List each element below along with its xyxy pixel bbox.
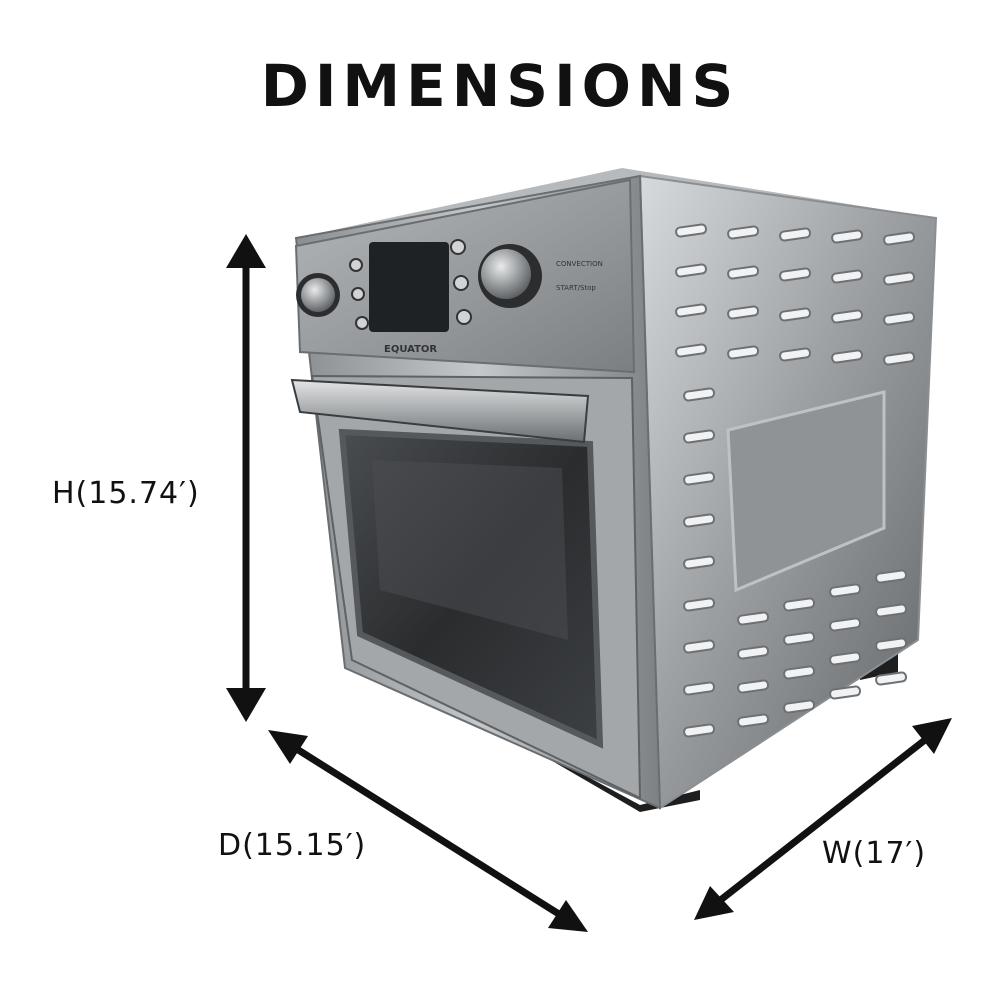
vent-slot — [683, 681, 716, 696]
vent-slot — [727, 345, 760, 360]
vent-slot — [783, 597, 816, 612]
vent-slot — [831, 229, 864, 244]
vent-slot — [829, 583, 862, 598]
vent-slot — [737, 679, 770, 694]
vent-slot — [783, 631, 816, 646]
depth-arrow — [268, 730, 588, 932]
vent-slot — [831, 269, 864, 284]
vent-slot — [875, 671, 908, 686]
page-title: DIMENSIONS — [260, 52, 740, 120]
depth-label: D(15.15′) — [218, 828, 367, 863]
vent-slot — [675, 343, 708, 358]
door-handle — [290, 378, 590, 444]
vent-slot — [683, 471, 716, 486]
control-panel: EQUATOR CONVECTION START/Stop — [294, 178, 636, 374]
vent-slot — [675, 303, 708, 318]
vent-slot — [683, 429, 716, 444]
vent-slot — [779, 267, 812, 282]
vent-slot — [883, 351, 916, 366]
svg-text:START/Stop: START/Stop — [556, 284, 596, 292]
display-screen — [369, 242, 449, 332]
right-dial-knob — [478, 244, 542, 308]
left-dial-knob — [296, 273, 340, 317]
vent-slot — [779, 307, 812, 322]
vent-slot — [883, 311, 916, 326]
vent-slot — [829, 617, 862, 632]
vent-slot — [875, 637, 908, 652]
vent-slot — [831, 349, 864, 364]
vent-slot — [783, 665, 816, 680]
width-label: W(17′) — [822, 836, 927, 871]
oven-door — [290, 374, 642, 800]
vent-slot — [727, 305, 760, 320]
vent-slot — [737, 713, 770, 728]
side-vents — [675, 223, 916, 738]
vent-slot — [683, 639, 716, 654]
vent-slot — [727, 225, 760, 240]
side-panel-inset — [726, 390, 886, 593]
vent-slot — [683, 513, 716, 528]
vent-slot — [737, 611, 770, 626]
vent-slot — [683, 387, 716, 402]
vent-slot — [875, 569, 908, 584]
vent-slot — [829, 685, 862, 700]
vent-slot — [737, 645, 770, 660]
svg-text:CONVECTION: CONVECTION — [556, 260, 603, 268]
vent-slot — [683, 555, 716, 570]
vent-slot — [727, 265, 760, 280]
vent-slot — [783, 699, 816, 714]
width-arrow — [694, 718, 952, 920]
vent-slot — [779, 227, 812, 242]
height-label: H(15.74′) — [52, 476, 200, 511]
brand-logo: EQUATOR — [384, 344, 437, 355]
vent-slot — [675, 223, 708, 238]
vent-slot — [831, 309, 864, 324]
vent-slot — [883, 271, 916, 286]
vent-slot — [675, 263, 708, 278]
vent-slot — [683, 597, 716, 612]
vent-slot — [683, 723, 716, 738]
vent-slot — [829, 651, 862, 666]
vent-slot — [779, 347, 812, 362]
vent-slot — [883, 231, 916, 246]
vent-slot — [875, 603, 908, 618]
height-arrow — [226, 234, 266, 722]
